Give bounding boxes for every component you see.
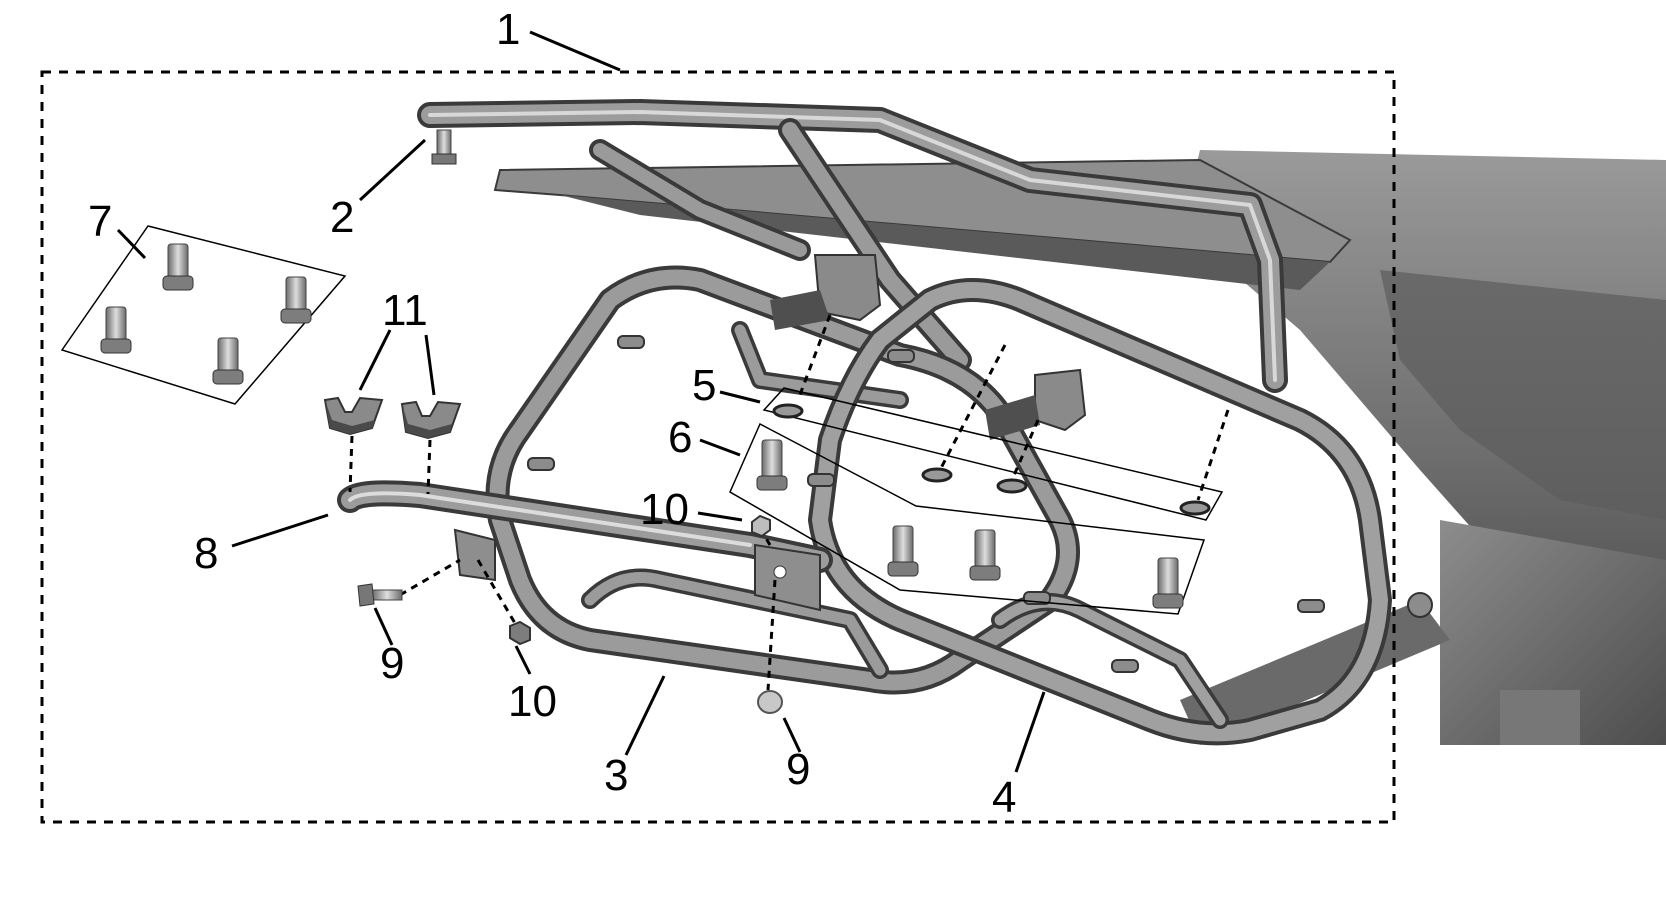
top-rack-rail — [417, 99, 1288, 393]
top-bolt-part-2 — [431, 129, 457, 165]
callout-8: 8 — [194, 529, 218, 578]
kit-outline — [40, 70, 1396, 824]
bolt-icon — [100, 306, 132, 354]
bolt-icon — [756, 439, 788, 491]
callout-9-right: 9 — [786, 745, 810, 794]
callout-5: 5 — [692, 361, 716, 410]
callout-3: 3 — [604, 751, 628, 800]
bolt-box-6 — [729, 422, 1206, 615]
bolt-icon — [969, 529, 1001, 581]
bolt-icon — [1152, 557, 1184, 609]
bolt-icon — [162, 243, 194, 291]
fastener-parts — [357, 514, 783, 714]
cross-bar-bracket — [453, 528, 821, 612]
bolt-icon — [887, 525, 919, 577]
callout-4: 4 — [992, 773, 1016, 822]
clamp-parts-11 — [323, 396, 462, 440]
nut-icon — [751, 514, 771, 538]
rear-carrier-plate — [493, 158, 1352, 290]
washer-box-5 — [762, 387, 1224, 521]
callout-10-lower: 10 — [508, 677, 557, 726]
assembly-guide-lines — [348, 314, 1230, 691]
front-cross-bar — [337, 480, 833, 573]
callout-7: 7 — [88, 197, 112, 246]
motorcycle-rear-body — [1180, 150, 1666, 745]
callout-10-upper: 10 — [640, 485, 689, 534]
mounting-blocks — [770, 254, 1087, 440]
bolt-icon — [212, 337, 244, 385]
bolt-icon — [280, 276, 312, 324]
callout-9-left: 9 — [380, 639, 404, 688]
nut-icon — [509, 620, 531, 646]
callout-1: 1 — [496, 5, 520, 54]
callout-11: 11 — [382, 286, 428, 335]
callout-labels: 1 2 7 11 5 6 10 8 9 10 3 9 4 — [88, 5, 1016, 822]
callout-2: 2 — [330, 193, 354, 242]
bolt-icon — [357, 583, 403, 607]
bolt-set-box-7 — [60, 225, 347, 405]
callout-6: 6 — [668, 413, 692, 462]
washer-icon — [757, 690, 783, 714]
leader-lines — [116, 30, 1046, 773]
frame-studs — [527, 335, 1433, 673]
